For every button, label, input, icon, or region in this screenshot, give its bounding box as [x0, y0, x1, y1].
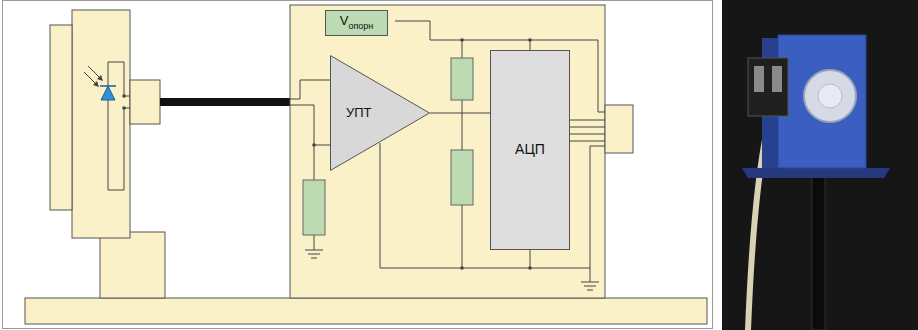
- resistor-symbol: [451, 150, 473, 205]
- signal-wire: [430, 113, 490, 114]
- photo-box: [778, 35, 866, 168]
- wire: [290, 80, 330, 99]
- wire: [314, 235, 315, 250]
- data-line: [570, 141, 605, 142]
- photo-clamp-metal: [772, 66, 782, 92]
- ground-symbol: [581, 282, 599, 283]
- sensor-connector: [130, 80, 160, 124]
- wire: [314, 145, 315, 180]
- sensor-housing: [72, 10, 130, 238]
- base-plate: [25, 298, 707, 324]
- node-label: УПТ: [346, 105, 372, 120]
- wire: [290, 105, 330, 145]
- ground-symbol: [308, 254, 320, 255]
- wire: [462, 125, 463, 150]
- light-arrowhead: [97, 75, 103, 81]
- junction-dot: [528, 266, 532, 270]
- sensor-stand: [100, 232, 165, 298]
- ground-symbol: [311, 258, 317, 259]
- node-text: Vопорн: [340, 14, 374, 31]
- amplifier-outline: [331, 56, 430, 171]
- electronics-housing: [290, 5, 605, 298]
- ground-symbol: [587, 290, 593, 291]
- wire: [108, 62, 130, 96]
- wire: [530, 250, 531, 268]
- data-line: [570, 134, 605, 135]
- node-label: V: [340, 13, 349, 28]
- junction-dot: [312, 143, 316, 147]
- photo-bracket: [742, 168, 890, 178]
- resistor-symbol: [451, 58, 473, 100]
- amplifier-outline: [330, 55, 430, 171]
- light-arrowhead: [93, 81, 99, 87]
- photodiode-bar: [100, 85, 116, 87]
- photo-background: [722, 0, 918, 330]
- reference-voltage-box: Vопорн: [325, 10, 388, 36]
- junction-dot: [122, 94, 126, 98]
- photo-clamp: [748, 58, 788, 116]
- data-line: [570, 120, 605, 121]
- subscript-label: опорн: [348, 21, 373, 31]
- wire: [108, 100, 130, 190]
- node-label: АЦП: [515, 141, 545, 157]
- cable: [160, 98, 290, 106]
- junction-dot: [460, 266, 464, 270]
- photodiode-symbol: [101, 86, 115, 100]
- wire: [462, 40, 463, 58]
- ground-symbol: [305, 250, 323, 251]
- ground-symbol: [584, 286, 596, 287]
- photo-pole: [812, 172, 825, 330]
- photo-clamp-metal: [754, 66, 764, 92]
- junction-dot: [528, 38, 532, 42]
- output-connector: [605, 105, 633, 153]
- wire: [395, 21, 430, 40]
- wire: [590, 268, 591, 282]
- node-text: АЦП: [515, 142, 545, 157]
- data-line: [570, 127, 605, 128]
- photo-lens-inner: [818, 84, 842, 108]
- wire: [462, 205, 463, 268]
- adc-box: АЦП: [490, 50, 570, 250]
- junction-dot: [122, 106, 126, 110]
- photo-lens: [804, 70, 856, 122]
- resistor-symbol: [303, 180, 325, 235]
- junction-dot: [460, 38, 464, 42]
- frame: [3, 1, 713, 329]
- amplifier-triangle: УПТ: [330, 55, 430, 171]
- sensor-window-plate: [50, 25, 72, 210]
- light-arrow: [88, 66, 102, 80]
- node-text: УПТ: [346, 106, 372, 120]
